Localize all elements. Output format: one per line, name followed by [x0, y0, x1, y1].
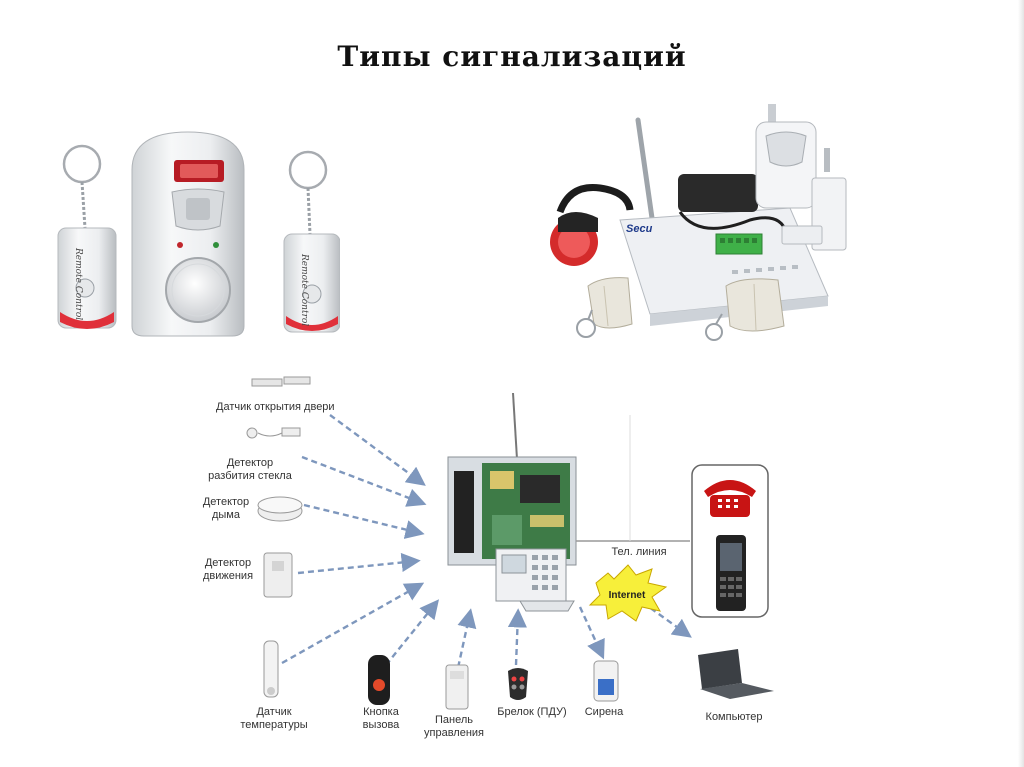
remote-left: Remote Control [57, 144, 117, 329]
computer-icon [698, 649, 774, 699]
call-button-icon [368, 655, 390, 705]
label-motion-line1: Детектор [204, 557, 252, 569]
label-motion-line2: движения [202, 570, 254, 582]
label-door-sensor: Датчик открытия двери [216, 401, 335, 413]
label-smoke: Детектор дыма [186, 496, 266, 522]
label-motion: Детектор движения [188, 557, 268, 583]
label-temperature-line2: температуры [240, 719, 308, 731]
label-control-panel-line2: управления [424, 727, 484, 739]
label-control-panel: Панель управления [414, 714, 494, 740]
svg-text:Internet: Internet [609, 590, 646, 601]
central-control-panel [447, 392, 577, 612]
label-temperature: Датчик температуры [224, 706, 324, 732]
label-glass-break: Детектор разбития стекла [200, 457, 300, 483]
label-siren: Сирена [584, 706, 624, 718]
label-keyfob: Брелок (ПДУ) [497, 706, 567, 718]
temperature-sensor-icon [263, 640, 279, 698]
remote-right: Remote Control [283, 150, 340, 333]
label-phone-line: Тел. линия [611, 546, 667, 558]
svg-text:Secu: Secu [626, 223, 653, 235]
alarm-main-unit [131, 131, 245, 337]
pir-sensor-photo [755, 104, 817, 209]
keyfob-icon [508, 668, 528, 700]
label-call-button: Кнопка вызова [346, 706, 416, 732]
label-smoke-line2: дыма [211, 509, 240, 521]
slide-edge [1018, 0, 1024, 767]
keyfob-photo-left [576, 277, 633, 338]
control-panel-icon [445, 664, 469, 710]
label-temperature-line1: Датчик [256, 706, 292, 718]
gsm-alarm-kit-photo: Secu [530, 100, 850, 355]
motion-detector-icon [263, 552, 293, 598]
door-sensor-icon [251, 376, 311, 387]
label-glass-break-line2: разбития стекла [208, 470, 292, 482]
smoke-detector-icon [257, 496, 303, 522]
label-call-button-line1: Кнопка [363, 706, 399, 718]
internet-burst: Internet [588, 564, 668, 622]
label-computer: Компьютер [705, 711, 763, 723]
keyfob-photo-right [705, 278, 785, 341]
slide-title: Типы сигнализаций [337, 40, 687, 73]
alarm-system-diagram: Internet [190, 365, 800, 755]
svg-text:Remote Control: Remote Control [73, 247, 83, 320]
standalone-alarm-photo: Remote Control Remote Control [40, 130, 340, 345]
label-control-panel-line1: Панель [434, 714, 473, 726]
svg-text:Remote Control: Remote Control [299, 253, 309, 326]
phone-devices [691, 464, 769, 618]
label-call-button-line2: вызова [362, 719, 400, 731]
glass-break-detector-icon [246, 427, 301, 439]
label-glass-break-line1: Детектор [226, 457, 274, 469]
siren-icon [593, 660, 619, 702]
siren-photo [550, 184, 634, 266]
label-smoke-line1: Детектор [202, 496, 250, 508]
door-contact-photo [781, 148, 847, 251]
